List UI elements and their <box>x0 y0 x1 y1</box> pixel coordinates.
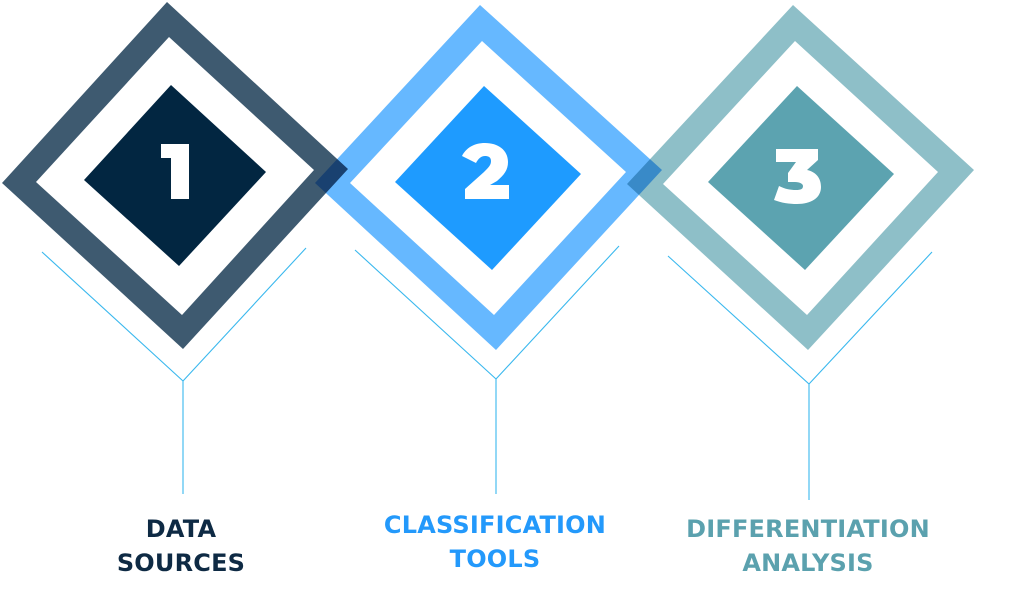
step-3-label: DIFFERENTIATION ANALYSIS <box>686 512 930 580</box>
step-2-label-line-2: TOOLS <box>449 545 541 573</box>
step-1-outer-diamond-frame <box>2 2 348 349</box>
step-2-connector-lines <box>354 245 620 494</box>
step-1-connector-lines <box>41 247 307 494</box>
step-1-graphic <box>2 2 348 349</box>
step-3-connector-lines <box>667 251 933 500</box>
step-3-label-line-1: DIFFERENTIATION <box>686 515 930 543</box>
step-2-label-line-1: CLASSIFICATION <box>383 511 607 539</box>
step-3-graphic <box>627 5 974 350</box>
step-3-outer-diamond-frame <box>627 5 974 350</box>
step-2-outer-diamond-frame <box>315 5 662 350</box>
step-1-number-glyph <box>161 144 189 199</box>
step-3-label-line-2: ANALYSIS <box>742 549 874 577</box>
step-3-number-glyph <box>774 149 821 204</box>
step-2-label: CLASSIFICATION TOOLS <box>384 508 606 576</box>
step-1-label: DATA SOURCES <box>117 512 245 580</box>
step-1-label-line-2: SOURCES <box>116 549 246 577</box>
step-2-number-glyph <box>462 143 509 199</box>
step-1-label-line-1: DATA <box>145 515 217 543</box>
step-2-graphic <box>315 5 662 350</box>
